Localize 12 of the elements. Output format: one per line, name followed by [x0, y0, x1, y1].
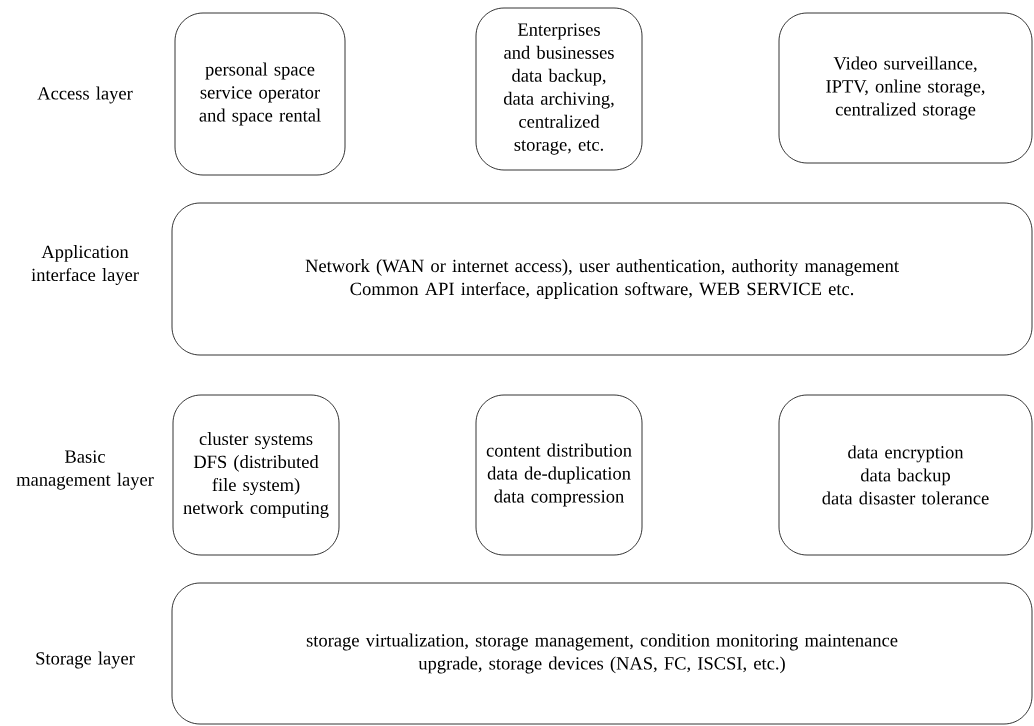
layer-label: Application interface layer [31, 245, 139, 285]
layer-box: data encryption data backup data disaster tolerance [778, 394, 1033, 556]
layer-box: Video surveillance, IPTV, online storage, centralized storage [778, 12, 1033, 164]
layer-box: personal space service operator and space rental [174, 12, 346, 176]
layer-box: storage virtualization, storage management, condition monitoring maintenance upgrade, storage devices (NAS, FC, ISCSI, etc.) [171, 582, 1033, 725]
layer-box: Enterprises and businesses data backup, data archiving, centralized storage, etc. [475, 7, 643, 171]
layer-box: content distribution data de-duplication data compression [475, 394, 643, 556]
layer-label: Storage layer [36, 651, 135, 669]
layer-box: cluster systems DFS (distributed file system) network computing [172, 394, 340, 556]
layer-label: Access layer [37, 86, 133, 104]
layer-box: Network (WAN or internet access), user authentication, authority management Common API interface, application software, WEB SERVICE etc. [171, 202, 1033, 356]
layer-label: Basic management layer [16, 450, 154, 490]
